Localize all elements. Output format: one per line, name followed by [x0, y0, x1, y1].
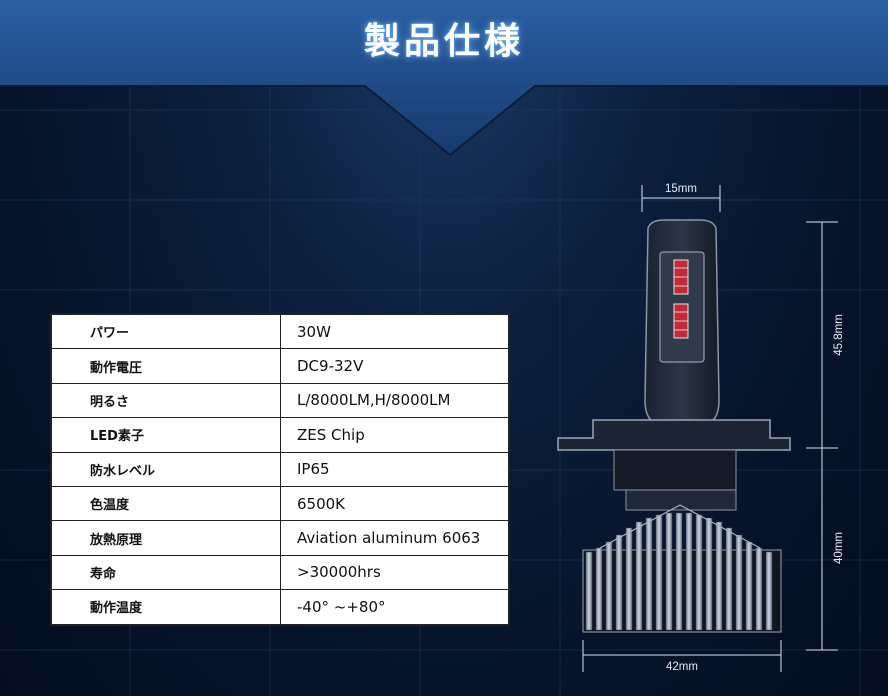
spec-value: 30W: [280, 313, 510, 350]
spec-label: 寿命: [50, 554, 281, 591]
spec-label: 動作電圧: [50, 348, 281, 384]
dimension-top-width: 15mm: [665, 183, 697, 195]
spec-label: 明るさ: [50, 382, 281, 419]
page-title: 製品仕様: [363, 21, 524, 62]
led-bulb-illustration: [557, 219, 791, 633]
spec-value: ZES Chip: [280, 417, 510, 453]
dimension-bottom-width: 42mm: [666, 661, 698, 673]
spec-label: パワー: [50, 313, 281, 350]
spec-value: DC9-32V: [280, 348, 510, 384]
spec-label: 放熱原理: [50, 520, 281, 556]
spec-row: 動作温度-40° ~+80°: [50, 589, 510, 626]
title-banner: [0, 0, 888, 155]
spec-value: L/8000LM,H/8000LM: [280, 382, 510, 419]
spec-row: 寿命>30000hrs: [50, 554, 510, 591]
spec-label: 色温度: [50, 485, 281, 522]
spec-value: Aviation aluminum 6063: [280, 520, 510, 556]
dimension-lines: [582, 185, 838, 672]
spec-value: >30000hrs: [280, 554, 510, 591]
spec-label: 防水レベル: [50, 451, 281, 487]
spec-label: 動作温度: [50, 589, 281, 626]
spec-value: -40° ~+80°: [280, 589, 510, 626]
spec-value: 6500K: [280, 485, 510, 522]
dimension-lower-height: 40mm: [833, 532, 845, 564]
spec-label: LED素子: [50, 417, 281, 453]
dimension-upper-height: 45.8mm: [833, 314, 845, 356]
spec-value: IP65: [280, 451, 510, 487]
